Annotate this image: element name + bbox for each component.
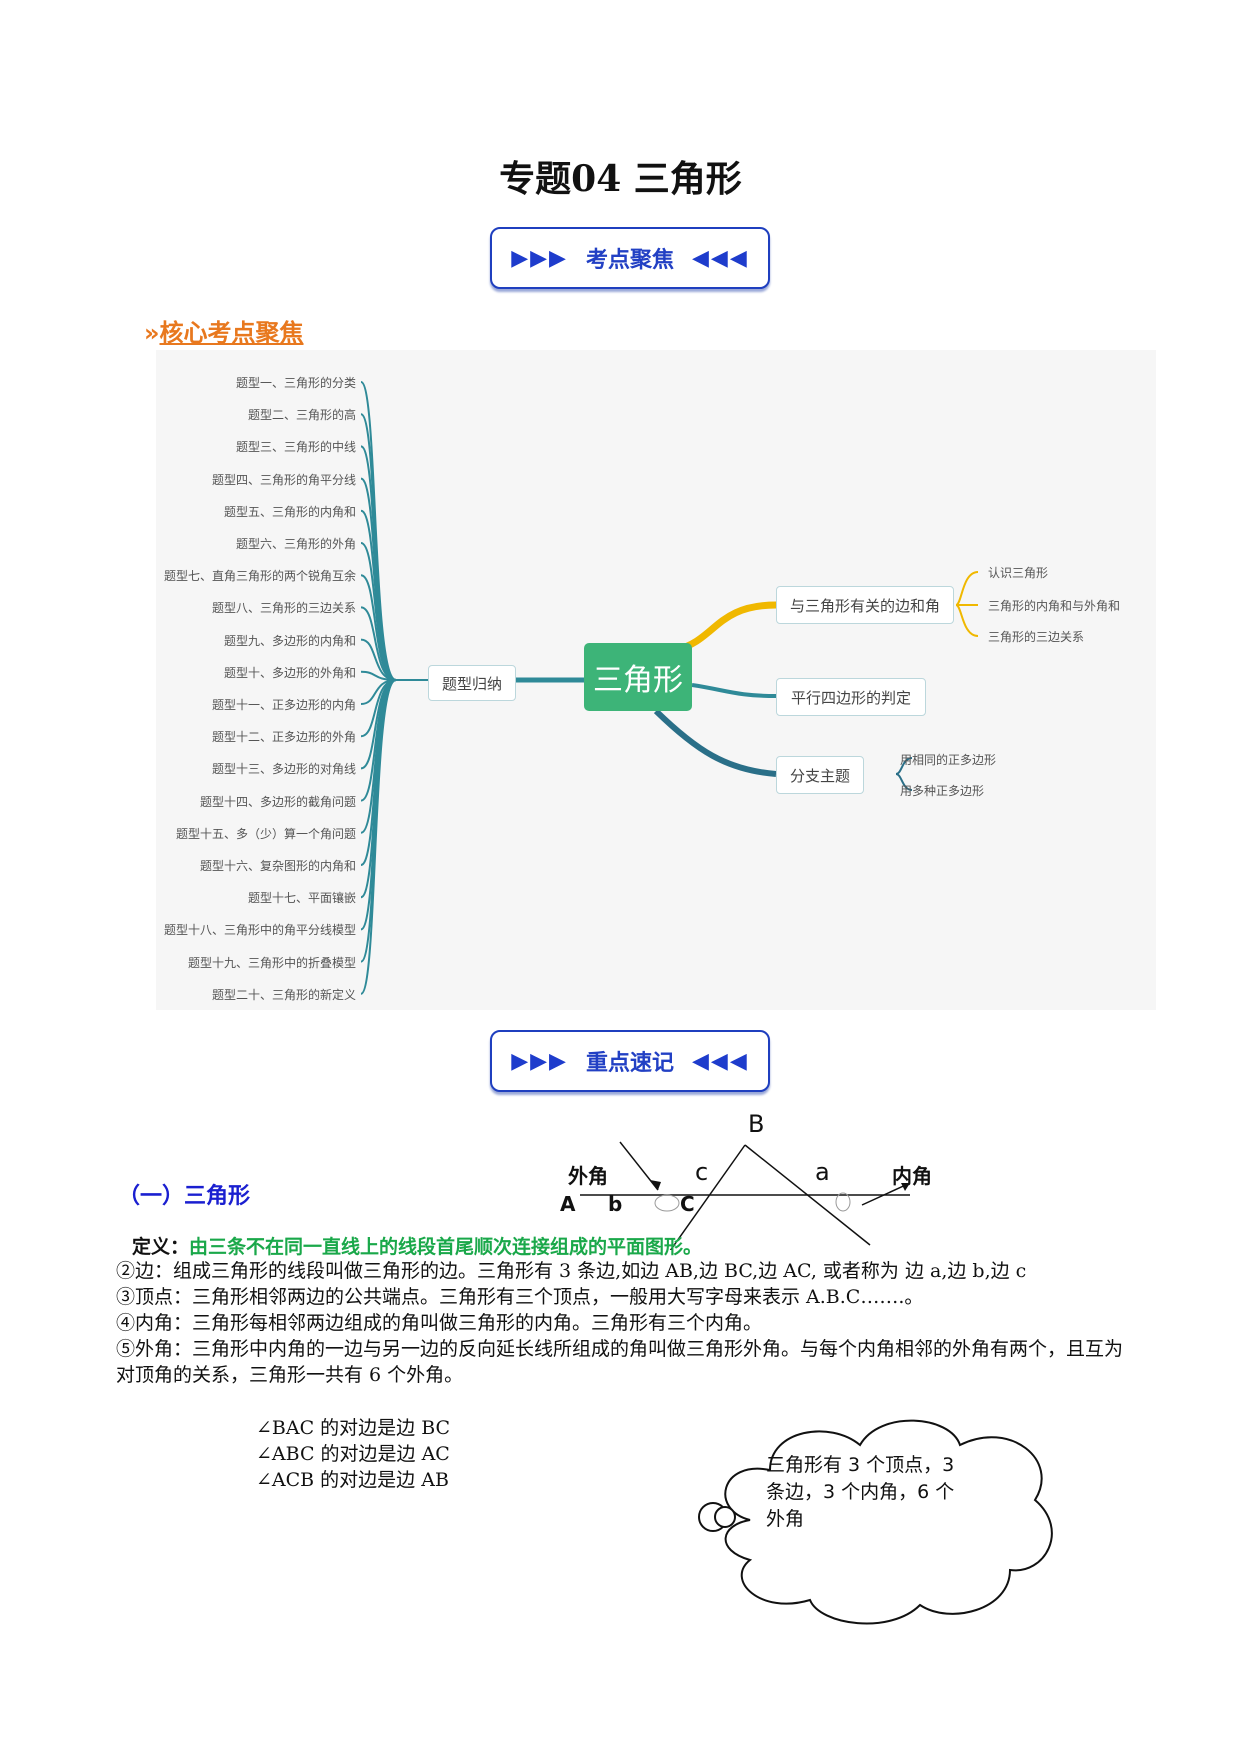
topic-item: 题型十三、多边形的对角线 [211,762,356,777]
topic-item: 题型二十、三角形的新定义 [211,987,356,1002]
opposite-acb: ∠ACB 的对边是边 AB [256,1469,449,1491]
section-banner-focus: ▶▶▶ 考点聚焦 ◀◀◀ [490,227,770,289]
topic-item: 题型十七、平面镶嵌 [247,891,356,906]
topic-connector [360,542,428,681]
arrows-left-icon: ◀◀◀ [692,1048,749,1074]
leaf-recognize-triangle: 认识三角形 [988,566,1049,580]
leaf-multi-polygon: 用多种正多边形 [900,784,985,798]
topic-item: 题型十二、正多边形的外角 [211,730,356,745]
section-banner-notes: ▶▶▶ 重点速记 ◀◀◀ [490,1030,770,1092]
topic-connector [360,679,428,705]
point-sides: ②边：组成三角形的线段叫做三角形的边。三角形有 3 条边,如边 AB,边 BC,… [116,1260,1027,1282]
arrows-right-icon: ▶▶▶ [511,1048,568,1074]
node-sides-angles: 与三角形有关的边和角 [776,586,954,624]
definition-prefix: 定义： [132,1236,190,1258]
label-A: A [560,1192,576,1216]
definition-line: 定义：由三条不在同一直线上的线段首尾顺次连接组成的平面图形。 [132,1232,702,1259]
definition-text: 由三条不在同一直线上的线段首尾顺次连接组成的平面图形。 [189,1236,703,1258]
label-exterior-angle: 外角 [568,1164,608,1188]
label-b: b [608,1192,623,1216]
node-branch-topic: 分支主题 [776,756,864,794]
topic-item: 题型十、多边形的外角和 [223,665,356,680]
label-C: C [680,1192,695,1216]
node-center-triangle: 三角形 [584,643,692,711]
core-heading-label: 核心考点聚焦 [159,319,304,347]
mind-map-connectors [360,381,979,995]
points-block: ②边：组成三角形的线段叫做三角形的边。三角形有 3 条边,如边 AB,边 BC,… [116,1258,1136,1388]
topic-item: 题型十九、三角形中的折叠模型 [187,955,356,970]
leaf-angle-sums: 三角形的内角和与外角和 [988,599,1121,613]
topic-connector [360,574,428,681]
core-heading: »核心考点聚焦 [144,313,304,348]
thought-cloud [698,1419,1053,1625]
label-B: B [748,1110,765,1138]
triangle-lines [580,1141,911,1250]
topic-connector [360,381,428,681]
page-title: 专题04 三角形 [499,158,742,200]
opposite-sides: ∠BAC 的对边是边 BC ∠ABC 的对边是边 AC ∠ACB 的对边是边 A… [256,1415,450,1493]
topic-item: 题型七、直角三角形的两个锐角互余 [163,569,356,584]
topic-item: 题型十六、复杂图形的内角和 [199,859,356,873]
arrows-left-icon: ◀◀◀ [692,245,749,271]
opposite-bac: ∠BAC 的对边是边 BC [256,1417,451,1439]
point-vertices: ③顶点：三角形相邻两边的公共端点。三角形有三个顶点，一般用大写字母来表示 A.B… [116,1286,924,1308]
topic-item: 题型六、三角形的外角 [235,537,356,551]
triangle-diagram: B A b C c a 外角 内角 [530,1110,950,1250]
topic-item: 题型八、三角形的三边关系 [211,601,356,616]
arrows-right-icon: ▶▶▶ [511,245,568,271]
leaf-same-polygon: 用相同的正多边形 [900,753,997,767]
banner-label: 重点速记 [585,1051,674,1076]
banner-label: 考点聚焦 [585,248,674,273]
topic-item: 题型十八、三角形中的角平分线模型 [163,923,356,938]
topic-item: 题型一、三角形的分类 [235,376,356,390]
mind-map: 题型一、三角形的分类题型二、三角形的高题型三、三角形的中线题型四、三角形的角平分… [156,350,1156,1010]
topic-connector [360,679,428,738]
label-interior-angle: 内角 [892,1164,932,1188]
point-interior-angles: ④内角：三角形每相邻两边组成的角叫做三角形的内角。三角形有三个内角。 [116,1312,763,1334]
topic-connector [360,679,428,899]
topic-item: 题型十一、正多边形的内角 [211,698,356,712]
topic-item: 题型三、三角形的中线 [235,440,356,455]
topic-item: 题型九、多边形的内角和 [223,633,356,648]
section-heading: （一）三角形 [118,1184,251,1209]
topic-item: 题型十五、多（少）算一个角问题 [175,826,356,841]
double-chevron-icon: » [144,319,160,347]
label-a: a [815,1158,830,1186]
node-question-types: 题型归纳 [428,665,516,701]
cloud-text: 三角形有 3 个顶点，3 条边，3 个内角，6 个外角 [766,1454,955,1530]
topic-item: 题型四、三角形的角平分线 [211,472,356,487]
topic-item: 题型二、三角形的高 [247,408,356,423]
topic-item: 题型五、三角形的内角和 [223,504,356,519]
topic-connector [360,679,428,995]
label-c: c [695,1158,709,1186]
node-parallelogram: 平行四边形的判定 [776,678,926,716]
opposite-abc: ∠ABC 的对边是边 AC [256,1443,450,1465]
topic-item: 题型十四、多边形的截角问题 [199,794,356,809]
topic-connector [360,679,428,834]
leaf-three-sides: 三角形的三边关系 [988,630,1085,644]
point-exterior-angles: ⑤外角：三角形中内角的一边与另一边的反向延长线所组成的角叫做三角形外角。与每个内… [116,1338,1124,1386]
topic-connector [360,606,428,681]
